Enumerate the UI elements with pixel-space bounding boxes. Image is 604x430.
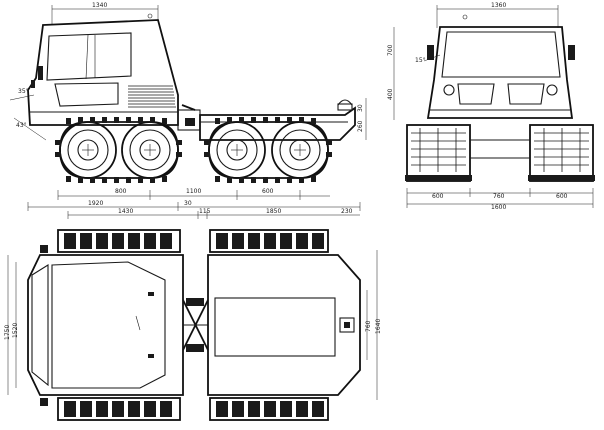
plan-articulation: [182, 298, 209, 352]
dim-700: 700: [387, 44, 394, 56]
plan-rear-tracks: [209, 229, 329, 421]
plan-front-body: [27, 254, 184, 396]
side-wheels: [55, 117, 332, 183]
side-top-dimension: 1340: [51, 2, 159, 24]
plan-cab-roof: [51, 261, 166, 389]
dim-600-left: 600: [432, 193, 444, 200]
front-track-right: [528, 124, 595, 182]
dim-30: 30: [184, 200, 192, 207]
front-mirror-left: [427, 45, 434, 60]
front-cab: [426, 26, 574, 119]
dim-30-vertical: 30: [357, 104, 364, 112]
dim-1750: 1750: [4, 325, 11, 340]
side-right-dims: 30 260: [357, 98, 367, 140]
dim-760: 760: [493, 193, 505, 200]
front-mirror-right: [568, 45, 575, 60]
dim-800: 800: [115, 188, 127, 195]
front-top-dimension: 1360: [436, 2, 559, 28]
dim-260: 260: [357, 120, 364, 132]
dim-1850: 1850: [266, 208, 281, 215]
dim-1100: 1100: [186, 188, 201, 195]
front-windshield: [441, 31, 561, 78]
front-body-unit: 35° 43°: [9, 19, 179, 141]
side-headlight: [38, 66, 43, 80]
dim-230: 230: [341, 208, 353, 215]
antenna-mount: [147, 13, 153, 19]
dim-1520: 1520: [12, 323, 19, 338]
side-louvers: [128, 85, 176, 108]
dim-1360: 1360: [491, 2, 506, 9]
side-bottom-dimensions: 800 1100 600 1920 30 1430 115 1850 230: [27, 188, 361, 219]
dim-1640: 1640: [375, 319, 382, 334]
dim-760-plan: 760: [365, 320, 372, 332]
plan-front-tracks: [57, 229, 181, 421]
dim-1920: 1920: [88, 200, 103, 207]
dim-400: 400: [387, 88, 394, 100]
dim-1600: 1600: [491, 204, 506, 211]
plan-view: 1750 1520: [4, 229, 382, 421]
dim-1430: 1430: [118, 208, 133, 215]
front-lamp-left: [443, 84, 455, 96]
side-mirror: [31, 80, 35, 88]
dim-115: 115: [199, 208, 211, 215]
dim-600: 600: [262, 188, 274, 195]
plan-rear-body: [207, 254, 361, 396]
plan-cargo-hatch: [214, 297, 336, 357]
front-angle: 15°: [415, 57, 426, 64]
dim-600-right: 600: [556, 193, 568, 200]
side-view: 1340: [9, 2, 367, 219]
articulation-joint: [177, 104, 201, 131]
approach-angle: 35°: [18, 88, 29, 95]
dim-1340: 1340: [92, 2, 107, 9]
front-view: 1360 15° 700 400: [387, 2, 595, 211]
front-lamp-right: [546, 84, 558, 96]
front-track-left: [405, 124, 472, 182]
departure-angle: 43°: [16, 122, 27, 129]
